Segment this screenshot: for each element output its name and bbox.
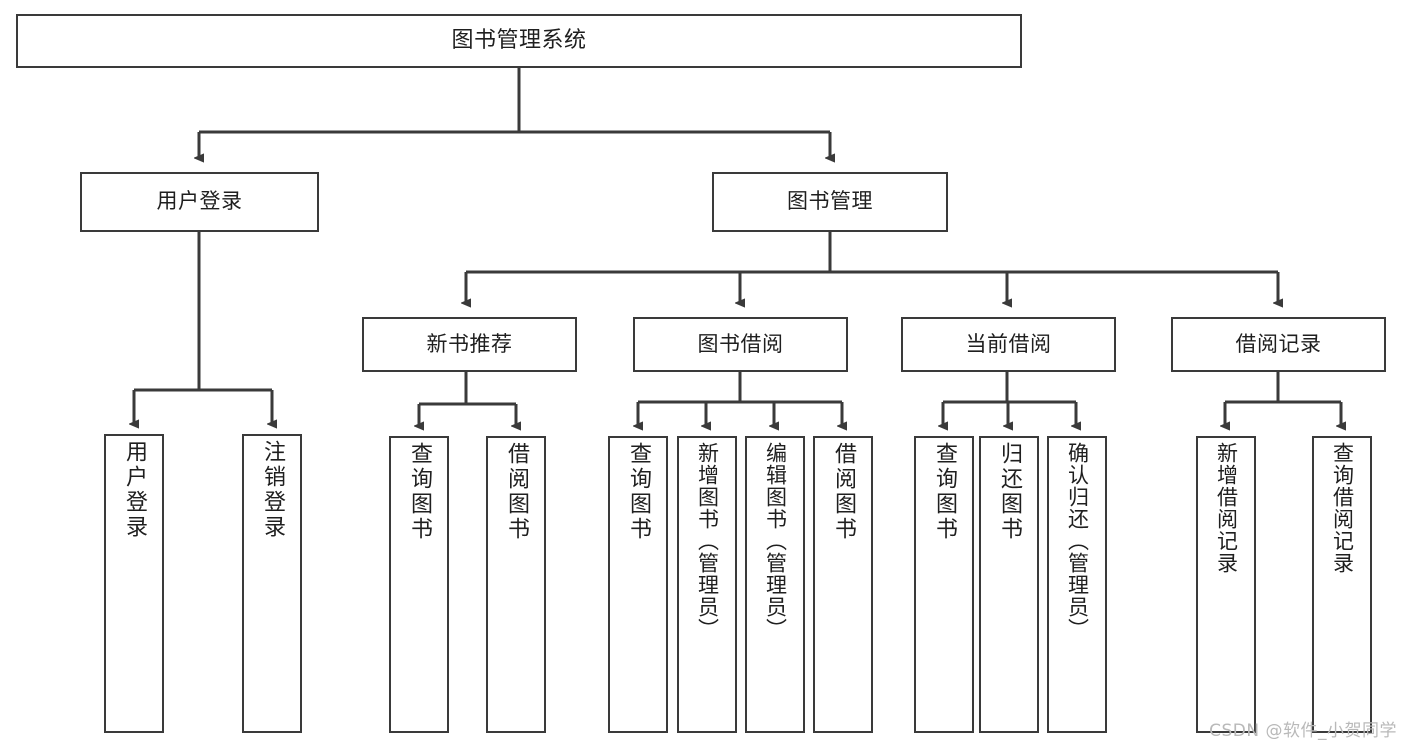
node-borrow-record-label: 借阅记录: [1235, 331, 1322, 356]
node-leaf-query-book-1[interactable]: 查询图书: [389, 436, 449, 733]
node-leaf-confirm-return[interactable]: 确认归还（管理员）: [1047, 436, 1107, 733]
node-leaf-edit-book[interactable]: 编辑图书（管理员）: [745, 436, 805, 733]
node-book-borrow[interactable]: 图书借阅: [633, 317, 848, 372]
node-leaf-user-login-label: 用户登录: [122, 440, 147, 540]
node-current-borrow-label: 当前借阅: [965, 331, 1052, 356]
node-user-login[interactable]: 用户登录: [80, 172, 319, 232]
node-leaf-add-book[interactable]: 新增图书（管理员）: [677, 436, 737, 733]
watermark-text: CSDN @软件_小贺同学: [1209, 721, 1397, 741]
node-borrow-record[interactable]: 借阅记录: [1171, 317, 1386, 372]
node-leaf-add-book-label: 新增图书（管理员）: [695, 442, 720, 640]
node-book-manage-label: 图书管理: [787, 189, 873, 214]
node-leaf-return-book[interactable]: 归还图书: [979, 436, 1039, 733]
node-root-label: 图书管理系统: [451, 27, 587, 53]
node-leaf-add-record-label: 新增借阅记录: [1214, 442, 1239, 574]
node-leaf-query-book-2[interactable]: 查询图书: [608, 436, 668, 733]
node-leaf-query-book-3-label: 查询图书: [932, 442, 957, 542]
node-leaf-confirm-return-label: 确认归还（管理员）: [1065, 442, 1090, 640]
node-leaf-borrow-book-1-label: 借阅图书: [504, 442, 529, 542]
node-leaf-add-record[interactable]: 新增借阅记录: [1196, 436, 1256, 733]
node-leaf-borrow-book-2[interactable]: 借阅图书: [813, 436, 873, 733]
node-user-login-label: 用户登录: [156, 189, 243, 214]
node-leaf-user-login[interactable]: 用户登录: [104, 434, 164, 733]
node-book-borrow-label: 图书借阅: [697, 331, 784, 356]
node-leaf-return-book-label: 归还图书: [997, 442, 1022, 542]
node-leaf-query-record[interactable]: 查询借阅记录: [1312, 436, 1372, 733]
node-leaf-query-book-1-label: 查询图书: [407, 442, 432, 542]
node-leaf-logout-label: 注销登录: [260, 440, 285, 540]
node-current-borrow[interactable]: 当前借阅: [901, 317, 1116, 372]
node-new-book-rec[interactable]: 新书推荐: [362, 317, 577, 372]
node-leaf-edit-book-label: 编辑图书（管理员）: [763, 442, 788, 640]
node-book-manage[interactable]: 图书管理: [712, 172, 948, 232]
node-new-book-rec-label: 新书推荐: [426, 331, 513, 356]
node-leaf-logout[interactable]: 注销登录: [242, 434, 302, 733]
node-leaf-borrow-book-2-label: 借阅图书: [831, 442, 856, 542]
node-leaf-query-record-label: 查询借阅记录: [1330, 442, 1355, 574]
node-leaf-query-book-2-label: 查询图书: [626, 442, 651, 542]
node-leaf-borrow-book-1[interactable]: 借阅图书: [486, 436, 546, 733]
node-root[interactable]: 图书管理系统: [16, 14, 1022, 68]
node-leaf-query-book-3[interactable]: 查询图书: [914, 436, 974, 733]
